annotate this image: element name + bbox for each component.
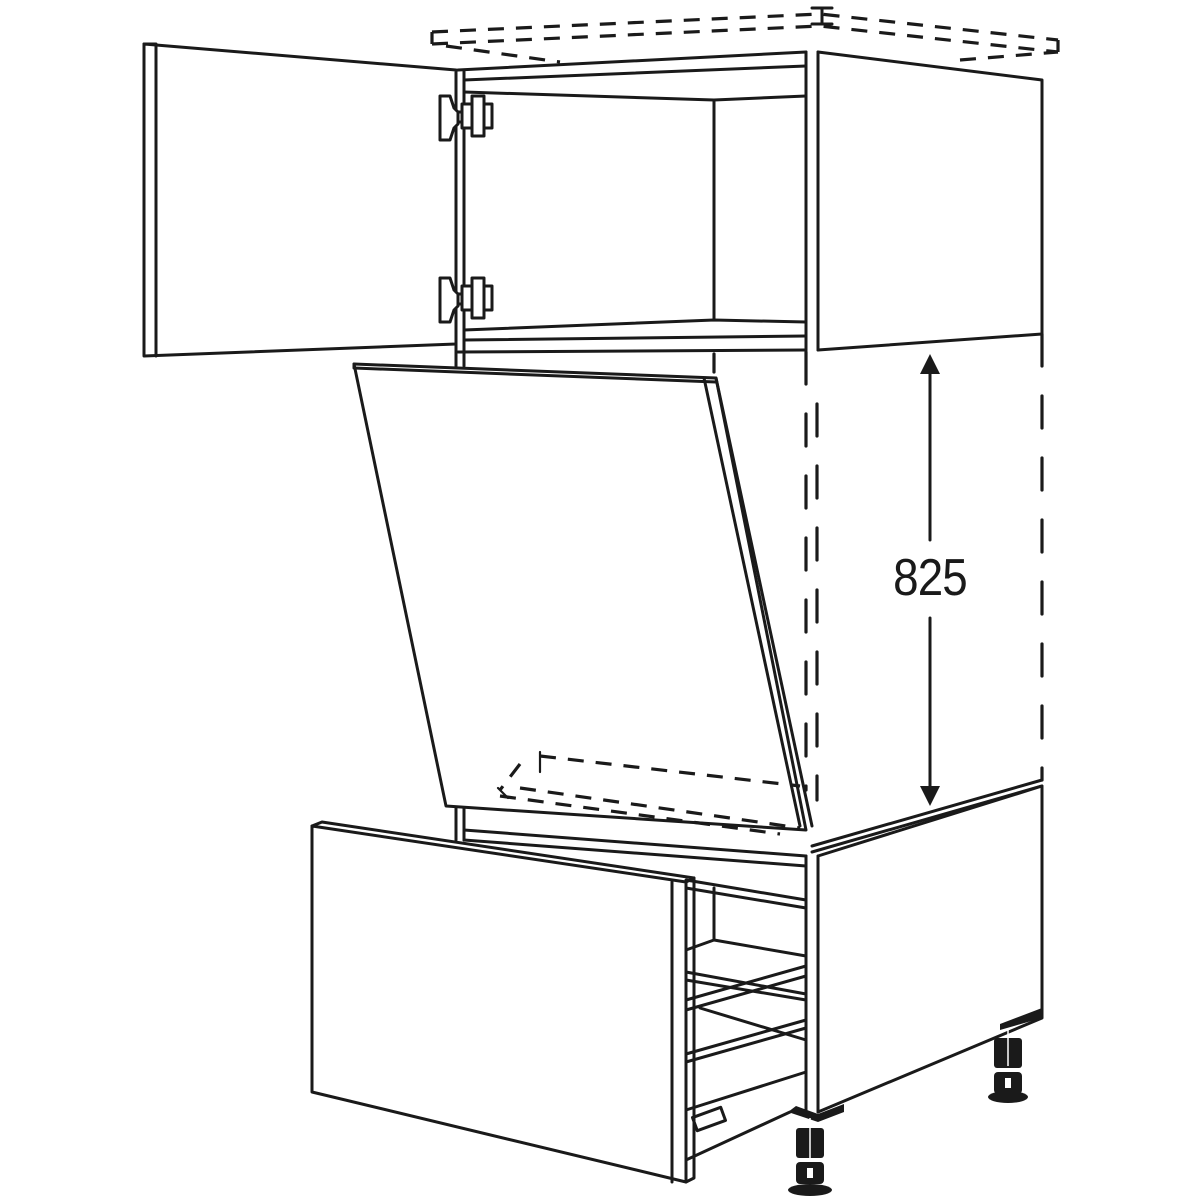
center-post [454,342,466,842]
appliance-flap [352,362,814,832]
dimension-label: 825 [893,549,968,607]
dimension-arrow [920,354,940,806]
upper-door [142,42,458,358]
upper-carcass [456,50,1044,354]
foot-front [788,1104,844,1196]
foot-back [988,1008,1042,1103]
hinge-bottom [438,276,494,324]
drawer-interior [684,878,808,1162]
countertop-outline [430,6,1060,64]
hinge-top [438,94,494,142]
dashed-shelf [496,750,801,836]
niche-dashed-outline [712,332,1044,802]
drawer-front [310,820,696,1184]
lower-carcass-top [462,778,1044,868]
